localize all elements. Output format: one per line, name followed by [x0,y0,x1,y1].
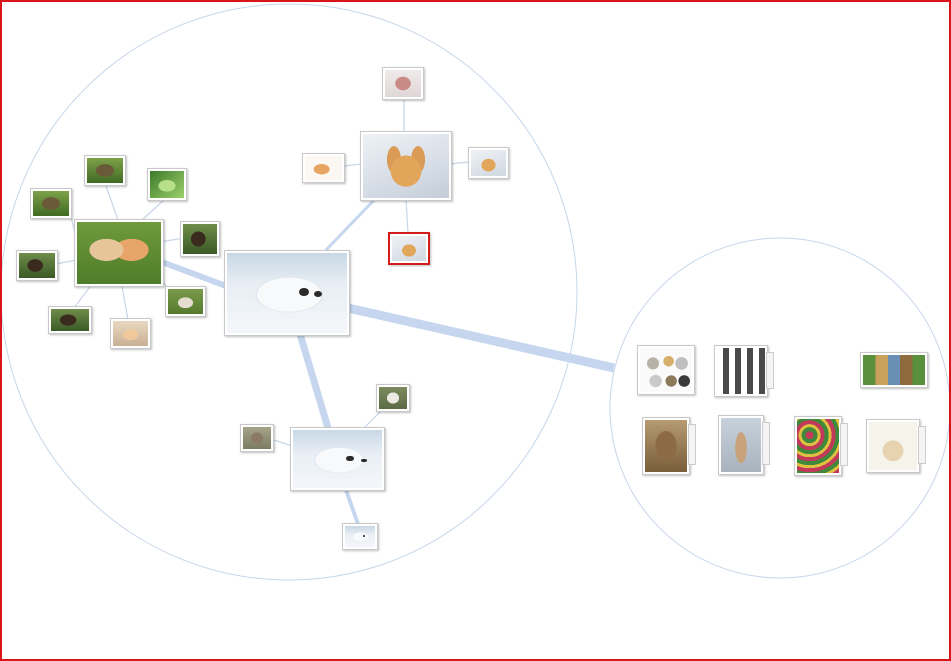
harp-seal-photo-icon [293,430,382,488]
fox-kit-photo-icon [51,309,89,331]
dog-in-grass-photo-icon [33,191,69,216]
link-seal-hub-to-small [344,489,360,525]
product-page-edge [918,426,926,465]
product-page-edge [762,422,770,465]
kiwi-bird-thumbnail[interactable] [180,221,220,257]
meerkat-product-icon [721,418,761,472]
seal-small-thumbnail[interactable] [342,523,378,550]
bunny-hub-thumbnail[interactable] [360,131,452,201]
bunny-small-thumbnail[interactable] [468,147,509,179]
link-seal-to-kittens [160,259,228,289]
polar-bear-thumbnail[interactable] [376,384,410,412]
wood-carving-thumbnail[interactable] [642,417,696,475]
green-animal-photo-icon [150,171,184,198]
seal-pup-photo-icon [345,526,375,547]
animal-silhouettes-product-icon [717,348,765,394]
green-animal-thumbnail[interactable] [147,168,187,201]
monkey-plush-thumbnail[interactable] [382,67,424,100]
dog-grass-thumbnail[interactable] [30,188,72,219]
product-page-edge [766,352,774,389]
animal-figurines-product-icon [640,348,692,392]
kittens-hub-thumbnail[interactable] [74,219,164,287]
wood-carving-product-icon [645,420,687,472]
bunny-photo-icon [471,150,506,176]
puppy-photo-icon [305,156,342,180]
piglet-photo-icon [168,289,203,314]
tote-bag-product-icon [869,422,917,470]
puppy-thumbnail[interactable] [302,153,345,183]
bear-cub-thumbnail[interactable] [16,250,58,281]
harp-seal-photo-icon [227,253,347,333]
bunny-selected-thumbnail[interactable] [388,232,430,265]
fox-kit-thumbnail[interactable] [48,306,92,334]
animal-figurines-thumbnail[interactable] [637,345,695,395]
hedgehog-photo-icon [87,158,123,183]
related-products-cluster-ring [609,237,949,579]
animal-statue-thumbnail[interactable] [240,424,274,452]
polar-bear-photo-icon [379,387,407,409]
hedgehog-thumbnail[interactable] [84,155,126,186]
bunny-hub-links [343,100,469,233]
seal-hub-links [273,409,383,447]
kiwi-bird-photo-icon [183,224,217,254]
bunny-photo-icon [392,236,426,261]
animal-photo-icon [243,427,271,449]
monkey-plush-photo-icon [385,70,421,97]
kitten-thumbnail[interactable] [110,318,151,349]
product-page-edge [840,423,848,466]
product-page-edge [688,424,696,466]
link-seal-to-products [347,303,615,373]
main-cluster-ring [2,3,578,581]
seal-hub-thumbnail[interactable] [290,427,385,491]
floral-pattern-thumbnail[interactable] [794,416,848,476]
link-seal-to-seal-hub [296,333,332,429]
bear-cub-photo-icon [19,253,55,278]
tote-bag-thumbnail[interactable] [866,419,926,473]
kitten-photo-icon [113,321,148,346]
floral-pattern-product-icon [797,419,839,473]
lop-bunny-photo-icon [363,134,449,198]
link-seal-to-bunny [324,196,378,252]
zoo-illustration-thumbnail[interactable] [860,352,928,388]
animal-silhouettes-thumbnail[interactable] [714,345,774,397]
zoo-illustration-product-icon [863,355,925,385]
seal-center-thumbnail[interactable] [224,250,350,336]
kittens-and-bunnies-photo-icon [77,222,161,284]
meerkat-thumbnail[interactable] [718,415,770,475]
piglet-thumbnail[interactable] [165,286,206,317]
